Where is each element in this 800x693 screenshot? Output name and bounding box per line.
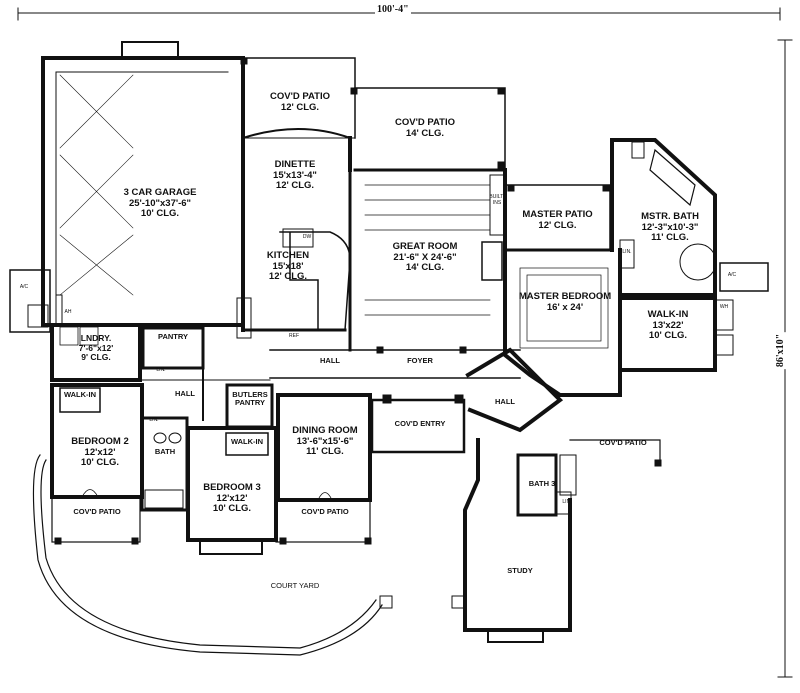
lin-bath3-label: LIN. <box>562 499 572 505</box>
dining-room-label: DINING ROOM 13'-6"x15'-6" 11' CLG. <box>292 425 358 458</box>
patio-main-walls <box>353 87 507 172</box>
bath-left-label: BATH <box>154 447 176 456</box>
hall-left-label: HALL <box>175 389 195 398</box>
foyer-label: FOYER <box>407 356 433 365</box>
master-bedroom-label: MASTER BEDROOM 16' x 24' <box>518 291 612 313</box>
covd-patio-top-label: COV'D PATIO 12' CLG. <box>270 91 330 113</box>
covd-entry-label: COV'D ENTRY <box>394 419 446 428</box>
master-bath-walls <box>610 138 717 297</box>
study-wing-walls <box>463 347 577 643</box>
butlers-pantry-label: BUTLERS PANTRY <box>232 390 268 408</box>
bottom-patio-walls <box>51 496 372 545</box>
lin-bath-label: LIN. <box>149 417 159 423</box>
hall-center-label: HALL <box>320 356 340 365</box>
ah-label: AH <box>64 309 72 315</box>
walk-in-bed2-label: WALK-IN <box>63 390 97 399</box>
dinette-label: DINETTE 15'x13'-4" 12' CLG. <box>273 159 317 192</box>
court-yard-label: COURT YARD <box>270 581 320 590</box>
butlers-pantry-walls <box>225 383 274 429</box>
dw-label: DW <box>302 234 312 240</box>
kitchen-label: KITCHEN 15'x18' 12' CLG. <box>266 250 310 283</box>
ac-pad-right <box>719 262 769 292</box>
covd-entry-walls <box>370 394 466 454</box>
pantry-label: PANTRY <box>158 332 188 341</box>
bedroom2-label: BEDROOM 2 12'x12' 10' CLG. <box>71 436 129 469</box>
master-bath-label: MSTR. BATH 12'-3"x10'-3" 11' CLG. <box>641 211 699 244</box>
great-room-label: GREAT ROOM 21'-6" X 24'-6" 14' CLG. <box>392 241 458 274</box>
covd-patio-mid-label: COV'D PATIO <box>301 507 349 516</box>
court-yard-path <box>32 454 465 656</box>
wh-label: WH <box>719 304 729 310</box>
bath-left-walls <box>140 416 189 512</box>
hall-right-label: HALL <box>495 397 515 406</box>
lin-master-label: LIN. <box>622 249 632 255</box>
master-bedroom-walls <box>503 248 622 397</box>
bedroom3-label: BEDROOM 3 12'x12' 10' CLG. <box>203 482 261 515</box>
patio-right-walls <box>569 439 662 467</box>
built-ins-label: BUILT-INS <box>489 194 505 206</box>
ac-pad-left <box>9 269 51 333</box>
walk-in-master-walls <box>618 296 734 372</box>
width-dimension: 100'-4" <box>375 4 411 15</box>
covd-patio-right-label: COV'D PATIO <box>599 438 647 447</box>
walk-in-bed3-label: WALK-IN <box>230 437 264 446</box>
study-label: STUDY <box>507 566 533 575</box>
lin-hall-label: LIN. <box>156 367 166 373</box>
ac-left-label: A/C <box>19 284 29 290</box>
covd-patio-left-label: COV'D PATIO <box>73 507 121 516</box>
kitchen-dinette-walls <box>236 128 352 339</box>
bath3-label: BATH 3 <box>528 479 556 488</box>
master-patio-label: MASTER PATIO 12' CLG. <box>522 209 593 231</box>
covd-patio-main-label: COV'D PATIO 14' CLG. <box>395 117 455 139</box>
patio-top-walls <box>240 57 358 139</box>
laundry-pantry-walls <box>50 323 271 421</box>
laundry-label: LNDRY. 7'-6"x12' 9' CLG. <box>78 333 114 363</box>
ref-label: REF <box>289 333 299 339</box>
central-hall-walls <box>269 346 521 379</box>
depth-dimension: 86'x10" <box>775 331 787 370</box>
ac-right-label: A/C <box>727 272 737 278</box>
garage-walls <box>41 41 245 327</box>
garage-label: 3 CAR GARAGE 25'-10"x37'-6" 10' CLG. <box>123 187 197 220</box>
walk-in-master-label: WALK-IN 13'x22' 10' CLG. <box>647 309 689 342</box>
